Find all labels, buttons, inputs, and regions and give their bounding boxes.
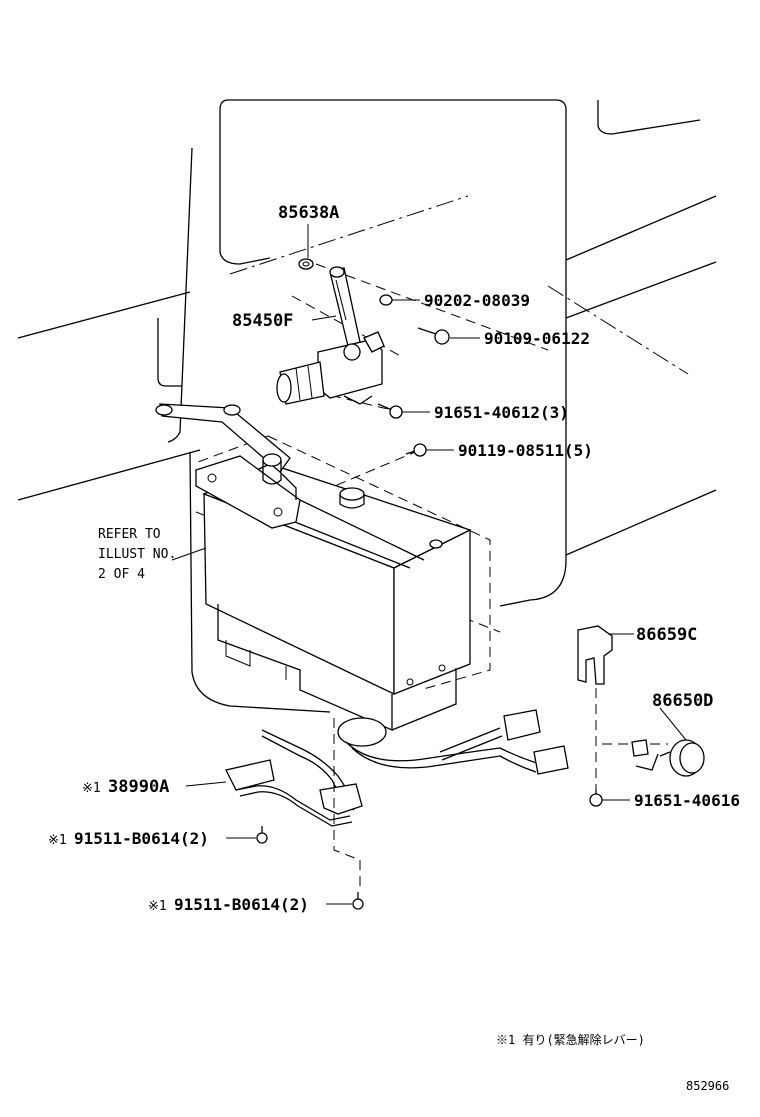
connector-2 [533,745,569,775]
label-38990a: 38990A [108,777,169,797]
connector-1 [503,709,541,741]
refer-line-3: 2 OF 4 [98,567,145,582]
part-labels: 85638A 90202-08039 85450F 90109-06122 91… [48,203,740,914]
label-85638a: 85638A [278,203,339,223]
actuator-assembly [195,455,472,731]
label-91511-b0614-a: 91511-B0614(2) [74,829,209,848]
wire-harness [337,709,569,775]
linkage [155,403,297,500]
label-91651-40616: 91651-40616 [634,791,740,810]
washer-90202 [379,294,393,306]
vehicle-body-outline [17,99,717,713]
lever-motor-assembly [276,266,385,405]
refer-line-1: REFER TO [98,527,161,542]
label-90119-08511: 90119-08511(5) [458,441,593,460]
refer-line-2: ILLUST NO. [98,547,176,562]
buzzer-86650d [631,739,705,777]
leader-lines [171,224,687,905]
label-85450f: 85450F [232,311,293,331]
label-90202-08039: 90202-08039 [424,291,530,310]
washer-85638a [298,258,314,270]
refer-note: REFER TO ILLUST NO. 2 OF 4 [98,527,176,582]
bolt-90109 [434,329,450,345]
mark-91511-a: ※1 [48,833,67,848]
label-91651-40612: 91651-40612(3) [434,403,569,422]
footnote: ※1 有り(緊急解除レバー) [496,1032,645,1047]
mark-91511-b: ※1 [148,899,167,914]
figure-number: 852966 [686,1079,729,1093]
release-cable-38990a [225,718,363,890]
label-86650d: 86650D [652,691,713,711]
mark-38990a: ※1 [82,781,101,796]
label-90109-06122: 90109-06122 [484,329,590,348]
label-86659c: 86659C [636,625,697,645]
label-91511-b0614-b: 91511-B0614(2) [174,895,309,914]
